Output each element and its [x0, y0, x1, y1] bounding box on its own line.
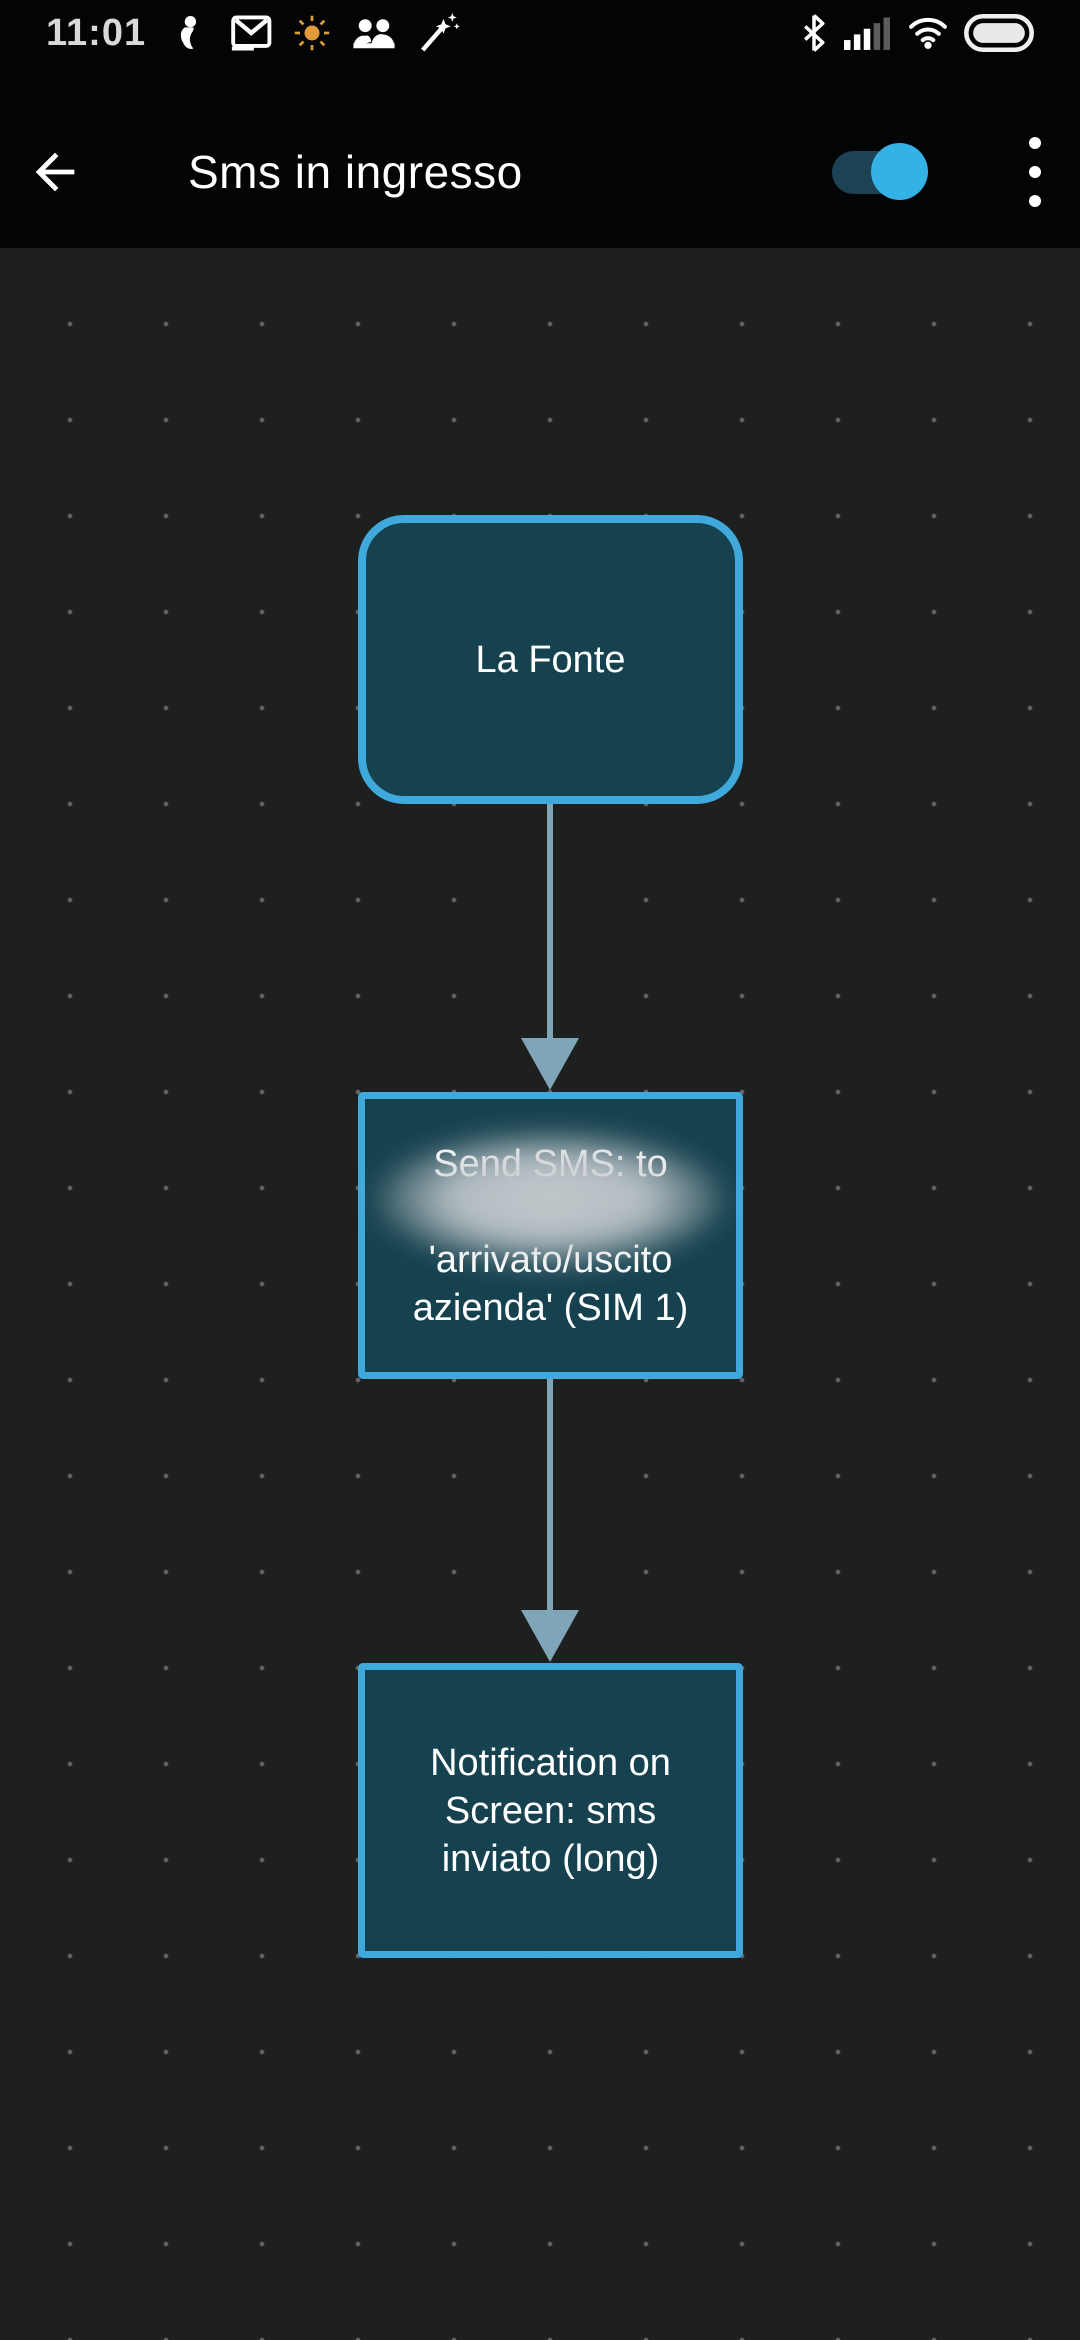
flow-node-notification[interactable]: Notification on Screen: sms inviato (lon… — [358, 1663, 743, 1958]
sun-icon — [294, 15, 330, 51]
flow-node-send-sms[interactable]: Send SMS: to 'arrivato/uscito azienda' (… — [358, 1092, 743, 1379]
gmail-icon — [228, 14, 272, 52]
node-label-line-redacted — [365, 1188, 736, 1236]
wifi-icon — [908, 16, 948, 50]
connector-line — [547, 1379, 553, 1612]
people-icon — [352, 15, 396, 51]
node-label-line: inviato (long) — [441, 1837, 660, 1880]
node-label-line: Notification on — [430, 1741, 671, 1784]
app-bar: Sms in ingresso — [0, 96, 1080, 248]
toggle-thumb — [871, 143, 928, 200]
bluetooth-icon — [800, 14, 828, 52]
back-button[interactable] — [0, 96, 110, 248]
node-label-line: Screen: sms — [444, 1789, 657, 1832]
connector-line — [547, 803, 553, 1040]
node-label-line: azienda' (SIM 1) — [412, 1286, 689, 1329]
arrow-down-icon — [521, 1610, 579, 1662]
battery-icon — [964, 14, 1034, 52]
signal-icon — [844, 15, 892, 51]
status-bar: 11:01 — [0, 0, 1080, 66]
arrow-down-icon — [521, 1038, 579, 1090]
overflow-dot — [1029, 166, 1041, 178]
person-icon — [172, 14, 206, 52]
flow-node-trigger[interactable]: La Fonte — [358, 515, 743, 804]
node-label-line: 'arrivato/uscito — [428, 1238, 673, 1281]
overflow-menu-button[interactable] — [990, 137, 1080, 207]
clock: 11:01 — [46, 11, 147, 54]
top-bars: 11:01 — [0, 0, 1080, 248]
magic-wand-icon — [418, 13, 460, 53]
node-label: La Fonte — [475, 638, 626, 681]
macro-enabled-toggle[interactable] — [832, 142, 928, 202]
node-label-line: Send SMS: to — [433, 1142, 668, 1185]
page-title: Sms in ingresso — [188, 146, 523, 198]
overflow-dot — [1029, 195, 1041, 207]
flow-canvas[interactable]: La Fonte Send SMS: to 'arrivato/uscito a… — [0, 248, 1080, 2340]
overflow-dot — [1029, 137, 1041, 149]
